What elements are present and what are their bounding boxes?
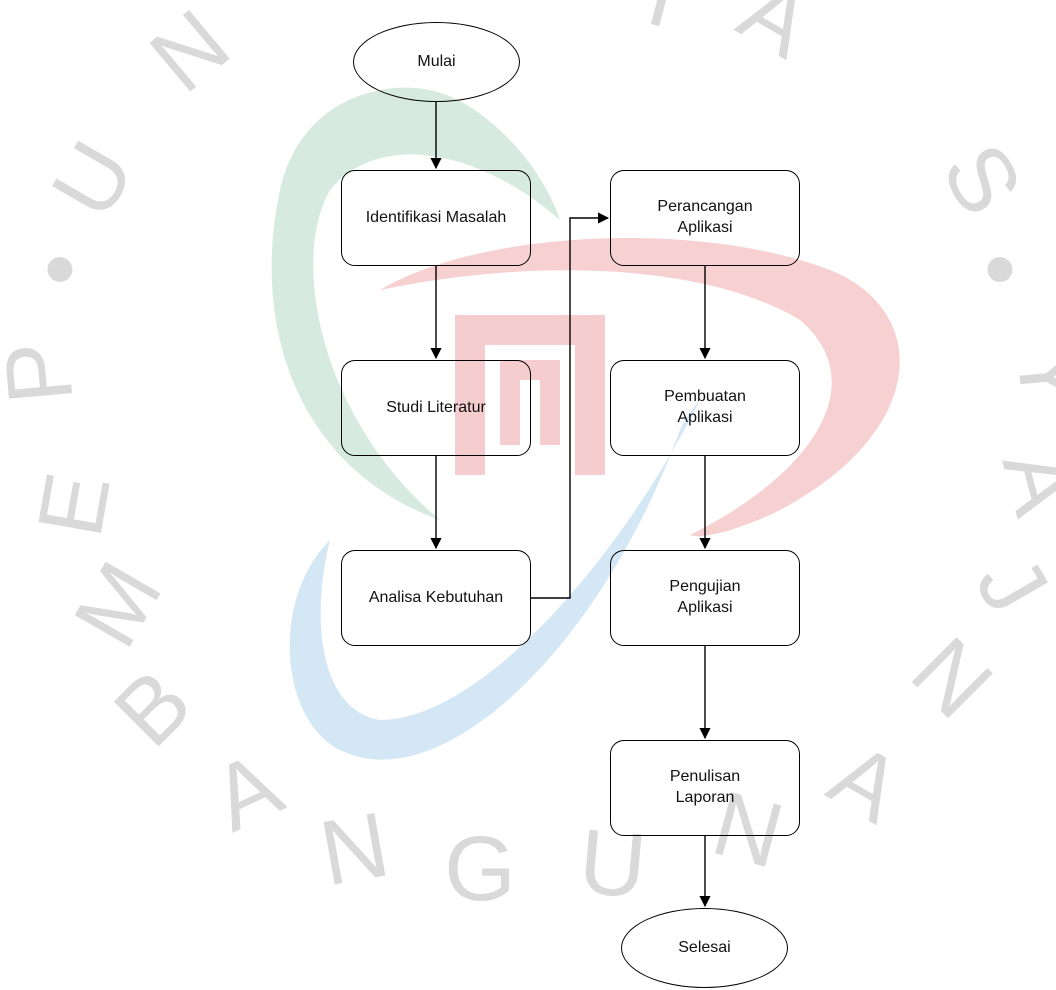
process-label: Perancangan Aplikasi — [657, 198, 753, 236]
process-label: Identifikasi Masalah — [365, 208, 507, 226]
process-identifikasi-masalah: Identifikasi Masalah — [341, 170, 531, 266]
process-label: Analisa Kebutuhan — [368, 588, 504, 606]
process-analisa-kebutuhan: Analisa Kebutuhan — [341, 550, 531, 646]
watermark-letter: • — [984, 218, 1016, 320]
process-label: Studi Literatur — [386, 398, 486, 416]
watermark-letter: • — [44, 218, 76, 320]
connector-arrow — [531, 212, 610, 599]
process-label: Pembuatan Aplikasi — [664, 388, 746, 426]
watermark-letter: G — [444, 818, 516, 920]
process-label: Pengujian Aplikasi — [669, 578, 741, 616]
process-label: Penulisan Laporan — [669, 768, 741, 806]
process-perancangan-aplikasi: Perancangan Aplikasi — [610, 170, 800, 266]
start-node: Mulai — [353, 22, 520, 102]
end-label: Selesai — [678, 938, 731, 956]
process-pembuatan-aplikasi: Pembuatan Aplikasi — [610, 360, 800, 456]
process-pengujian-aplikasi: Pengujian Aplikasi — [610, 550, 800, 646]
watermark-logo-mark — [455, 315, 605, 475]
watermark-red-arc — [380, 237, 900, 537]
watermark-blue-arc — [289, 400, 700, 760]
watermark-letter: Y — [997, 342, 1056, 412]
watermark-letter: P — [0, 338, 93, 408]
end-node: Selesai — [621, 908, 788, 988]
start-label: Mulai — [417, 52, 456, 70]
process-penulisan-laporan: Penulisan Laporan — [610, 740, 800, 836]
watermark-green-arc — [271, 87, 560, 520]
process-studi-literatur: Studi Literatur — [341, 360, 531, 456]
